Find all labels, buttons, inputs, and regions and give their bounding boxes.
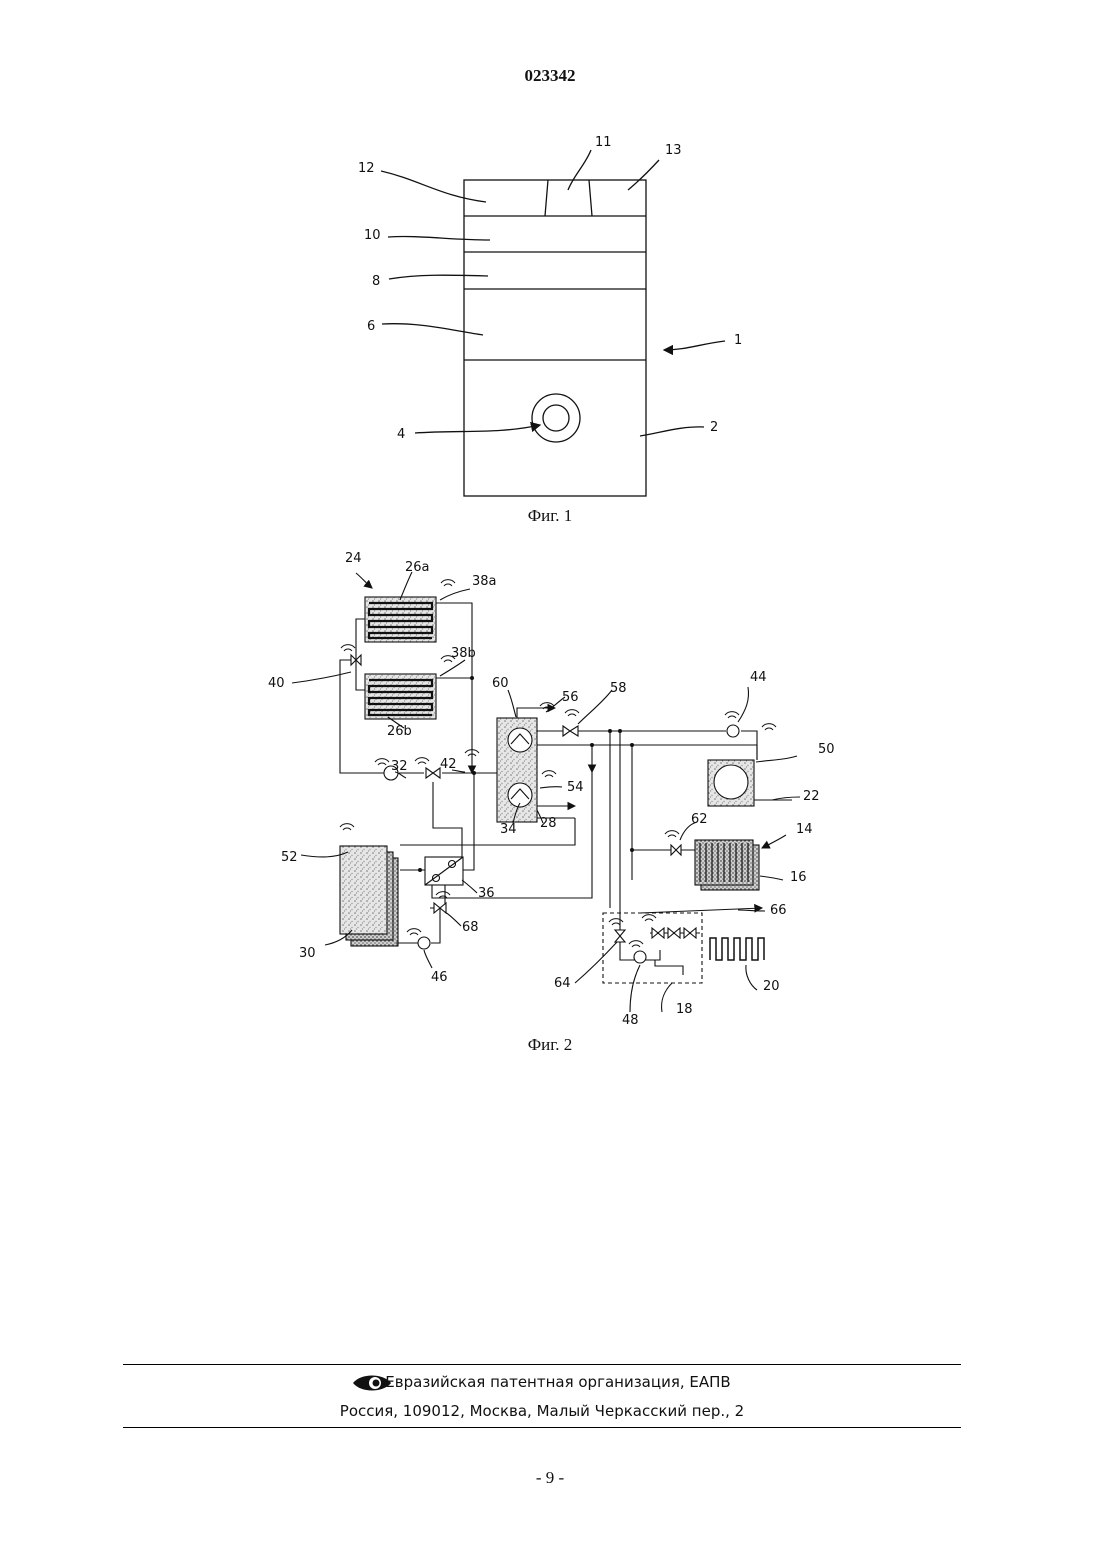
label-42: 42 (440, 757, 457, 772)
label-48: 48 (622, 1013, 639, 1028)
label-6: 6 (367, 319, 375, 334)
heat-exchanger-upper (508, 728, 532, 752)
label-32: 32 (391, 759, 408, 774)
label-44: 44 (750, 670, 767, 685)
label-68: 68 (462, 920, 479, 935)
figure-1 (381, 150, 725, 496)
publisher-footer: Евразийская патентная организация, ЕАПВ … (123, 1364, 961, 1428)
valve-42 (426, 768, 440, 778)
mixing-valves-66 (652, 928, 696, 938)
label-1: 1 (734, 333, 742, 348)
pump-46 (418, 937, 430, 949)
buffer-tank-52 (340, 846, 387, 934)
label-10: 10 (364, 228, 381, 243)
valve-58 (563, 726, 578, 736)
valve-64 (615, 930, 625, 942)
label-22: 22 (803, 789, 820, 804)
page-number: - 9 - (0, 1468, 1100, 1488)
label-24: 24 (345, 551, 362, 566)
label-26b: 26b (387, 724, 412, 739)
label-40: 40 (268, 676, 285, 691)
label-20: 20 (763, 979, 780, 994)
label-66: 66 (770, 903, 787, 918)
label-60: 60 (492, 676, 509, 691)
label-34: 34 (500, 822, 517, 837)
figure-1-caption: Фиг. 1 (0, 506, 1100, 526)
label-8: 8 (372, 274, 380, 289)
label-14: 14 (796, 822, 813, 837)
label-38b: 38b (451, 646, 476, 661)
floor-heating-16 (695, 840, 759, 890)
label-38a: 38a (472, 574, 497, 589)
label-16: 16 (790, 870, 807, 885)
label-30: 30 (299, 946, 316, 961)
footer-organization: Евразийская патентная организация, ЕАПВ (123, 1373, 961, 1391)
collector-26a (365, 597, 436, 642)
heating-coil-20 (710, 938, 764, 960)
pump-44 (727, 725, 739, 737)
figure-2-caption: Фиг. 2 (0, 1035, 1100, 1055)
label-54: 54 (567, 780, 584, 795)
label-26a: 26a (405, 560, 430, 575)
label-36: 36 (478, 886, 495, 901)
label-11: 11 (595, 135, 612, 150)
figure-2 (292, 572, 800, 1012)
housing (464, 180, 646, 496)
figures-drawing: 11 13 12 10 8 6 1 2 4 (0, 0, 1100, 1100)
label-46: 46 (431, 970, 448, 985)
flue-ring-inner (543, 405, 569, 431)
label-12: 12 (358, 161, 375, 176)
label-50: 50 (818, 742, 835, 757)
label-4: 4 (397, 427, 405, 442)
label-18: 18 (676, 1002, 693, 1017)
label-56: 56 (562, 690, 579, 705)
valve-62 (671, 845, 681, 855)
collector-26b (365, 674, 436, 719)
pump-48 (634, 951, 646, 963)
footer-address: Россия, 109012, Москва, Малый Черкасский… (123, 1402, 961, 1420)
label-13: 13 (665, 143, 682, 158)
flue-ring-outer (532, 394, 580, 442)
label-58: 58 (610, 681, 627, 696)
label-2: 2 (710, 420, 718, 435)
label-62: 62 (691, 812, 708, 827)
label-28: 28 (540, 816, 557, 831)
label-64: 64 (554, 976, 571, 991)
label-52: 52 (281, 850, 298, 865)
